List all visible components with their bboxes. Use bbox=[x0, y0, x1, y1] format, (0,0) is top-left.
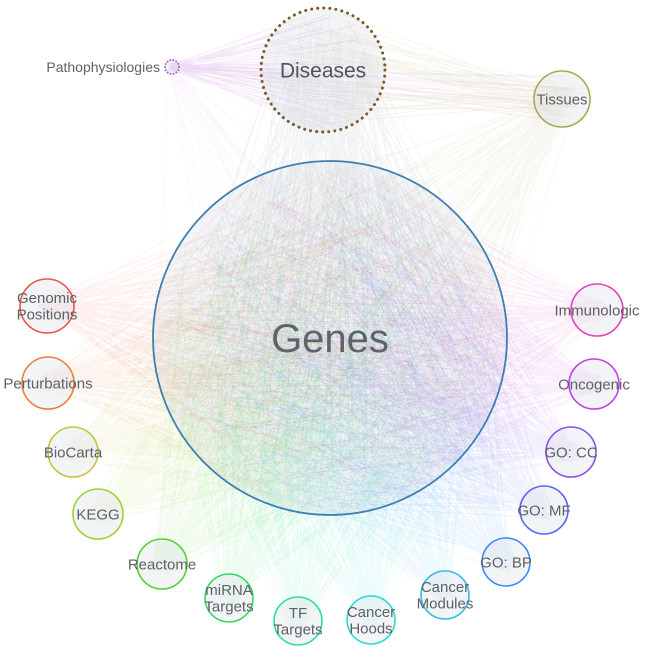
label-reactome: Reactome bbox=[128, 556, 196, 573]
node-mirna-targets[interactable] bbox=[204, 573, 254, 623]
label-immunologic: Immunologic bbox=[554, 302, 640, 319]
node-oncogenic[interactable] bbox=[568, 358, 620, 410]
node-genomic-positions[interactable] bbox=[19, 278, 75, 334]
label-kegg: KEGG bbox=[76, 506, 119, 523]
node-kegg[interactable] bbox=[72, 488, 124, 540]
node-diseases[interactable] bbox=[259, 6, 387, 134]
label-tissues: Tissues bbox=[536, 91, 587, 108]
edges-tissues-diseases bbox=[268, 14, 580, 125]
edges-tf-targets-genes bbox=[163, 168, 492, 632]
edges-diseases-genes bbox=[170, 20, 500, 510]
edges-oncogenic-genes bbox=[163, 170, 605, 493]
edges-pathophysiologies-tissues bbox=[168, 62, 589, 122]
edges-reactome-genes bbox=[150, 169, 491, 576]
node-cancer-modules[interactable] bbox=[420, 570, 470, 620]
label-perturbations: Perturbations bbox=[3, 375, 92, 392]
node-go-mf[interactable] bbox=[519, 485, 569, 535]
node-tissues[interactable] bbox=[533, 70, 591, 128]
edges-pathophysiologies-diseases bbox=[168, 13, 378, 129]
edges-go-cc-genes bbox=[167, 180, 582, 509]
node-cancer-hoods[interactable] bbox=[346, 595, 396, 645]
label-biocarta: BioCarta bbox=[44, 444, 103, 461]
edges-perturbations-genes bbox=[37, 175, 499, 499]
edges-cancer-hoods-genes bbox=[187, 177, 476, 631]
edge-bundles bbox=[36, 13, 609, 632]
node-immunologic[interactable] bbox=[570, 283, 624, 337]
node-pathophysiologies[interactable] bbox=[164, 59, 180, 75]
edges-immunologic-genes bbox=[173, 170, 609, 498]
edges-genomic-positions-genes bbox=[36, 173, 490, 501]
edges-biocarta-genes bbox=[62, 168, 483, 507]
label-diseases: Diseases bbox=[280, 59, 366, 82]
edges-pathophysiologies-genes bbox=[157, 62, 467, 489]
label-go-bp: GO: BP bbox=[480, 554, 532, 571]
node-genes[interactable] bbox=[152, 160, 508, 516]
genes-circle-fill bbox=[153, 161, 507, 515]
label-go-cc: GO: CC bbox=[544, 444, 598, 461]
edges-go-bp-genes bbox=[159, 176, 517, 573]
edges-go-mf-genes bbox=[185, 175, 555, 521]
node-go-cc[interactable] bbox=[545, 426, 597, 478]
edges-cancer-modules-genes bbox=[181, 178, 493, 604]
node-perturbations[interactable] bbox=[21, 356, 75, 410]
edges-tissues-genes bbox=[177, 83, 578, 497]
node-reactome[interactable] bbox=[136, 538, 188, 590]
label-go-mf: GO: MF bbox=[517, 502, 570, 519]
node-go-bp[interactable] bbox=[481, 537, 531, 587]
label-pathophysiologies: Pathophysiologies bbox=[46, 59, 160, 75]
node-biocarta[interactable] bbox=[47, 426, 99, 478]
label-genes: Genes bbox=[271, 317, 389, 361]
label-oncogenic: Oncogenic bbox=[558, 376, 630, 393]
node-tf-targets[interactable] bbox=[273, 596, 323, 646]
